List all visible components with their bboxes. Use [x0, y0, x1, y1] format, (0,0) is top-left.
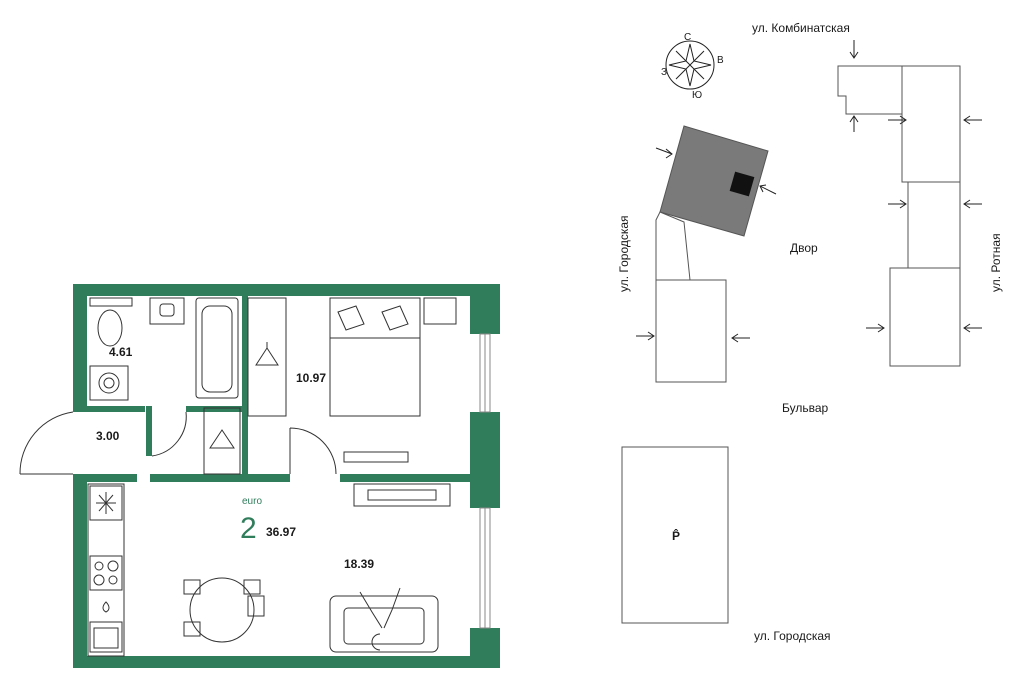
wall-right-1	[470, 284, 500, 334]
bed-icon	[329, 297, 421, 417]
building-top-right	[837, 65, 903, 115]
entrance-arrows	[636, 40, 982, 343]
layout-type-label: euro	[242, 496, 262, 507]
stove-icon	[89, 555, 123, 591]
wall-left-upper	[73, 284, 87, 412]
sink-icon	[149, 297, 185, 325]
area-living: 18.39	[344, 557, 374, 571]
area-bedroom: 10.97	[296, 371, 326, 385]
building-left	[655, 279, 727, 383]
wall-living-top-2	[340, 474, 470, 482]
dining-table-icon	[189, 577, 255, 643]
entrance-marker	[729, 171, 755, 197]
sofa-icon	[329, 595, 439, 653]
kitchen-counter	[87, 483, 125, 657]
building-connector	[655, 211, 691, 281]
yard-label: Двор	[790, 241, 818, 255]
total-area: 36.97	[266, 525, 296, 539]
wall-hall-bottom	[87, 474, 137, 482]
street-right: ул. Ротная	[989, 233, 1003, 292]
entrance-door	[19, 411, 74, 475]
bathroom-door	[151, 411, 187, 457]
drop-icon	[102, 601, 110, 613]
tv-stand-icon	[353, 483, 451, 507]
tv-bedroom-icon	[343, 451, 409, 463]
site-plan: С В Ю З	[617, 21, 1003, 643]
chair-icon	[243, 579, 261, 595]
parking-area	[621, 446, 729, 624]
toilet-tank-icon	[89, 297, 133, 307]
wall-right-2	[470, 412, 500, 508]
area-bathroom: 4.61	[109, 345, 133, 359]
parking-label: P̂	[672, 528, 680, 543]
toilet-icon	[97, 309, 123, 347]
wall-living-top	[150, 474, 290, 482]
compass-n: С	[684, 32, 691, 43]
chair-icon	[183, 621, 201, 637]
apartment-plan: 4.61 3.00 10.97 18.39 euro 2 36.97	[19, 284, 500, 668]
building-right-3	[889, 267, 961, 367]
compass-w: З	[661, 67, 667, 78]
wall-top	[73, 284, 500, 296]
wardrobe-bedroom-icon	[247, 297, 287, 417]
wall-hall-right	[146, 406, 152, 456]
washing-machine-icon	[89, 365, 129, 401]
chair-icon	[183, 579, 201, 595]
compass-e: В	[717, 55, 724, 66]
chair-icon	[247, 595, 265, 617]
bathtub-icon	[195, 297, 239, 399]
pillow-icon	[337, 305, 365, 331]
selected-building	[659, 125, 769, 237]
wall-right-3	[470, 628, 500, 668]
street-bottom: ул. Городская	[754, 629, 831, 643]
building-right-2	[907, 181, 961, 269]
wall-left-lower	[73, 474, 87, 668]
wall-bath-hall-2	[186, 406, 244, 412]
area-hall: 3.00	[96, 429, 120, 443]
people-icon	[359, 587, 401, 651]
compass-s: Ю	[692, 90, 702, 101]
bedroom-door	[289, 427, 337, 475]
street-top: ул. Комбинатская	[752, 21, 850, 35]
wall-bottom	[73, 656, 500, 668]
fridge-icon	[89, 485, 123, 521]
compass-rose-icon: С В Ю З	[661, 32, 724, 101]
nightstand-icon	[423, 297, 457, 325]
building-right-1	[901, 65, 961, 183]
room-count: 2	[240, 512, 257, 545]
wall-bedroom-left	[242, 296, 248, 476]
wardrobe-hall-icon	[203, 407, 241, 475]
kitchen-sink-icon	[89, 621, 123, 653]
wall-bath-hall	[87, 406, 145, 412]
pillow-icon	[381, 305, 409, 331]
boulevard-label: Бульвар	[782, 401, 829, 415]
street-left: ул. Городская	[617, 215, 631, 292]
